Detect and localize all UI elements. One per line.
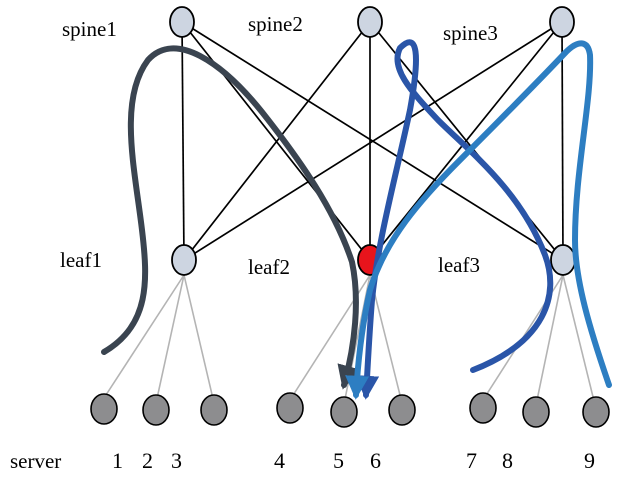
leaf-2-label: leaf2 bbox=[248, 255, 290, 279]
traffic-flows bbox=[101, 39, 612, 400]
leaf-3-node bbox=[550, 244, 576, 276]
server-row-label: server bbox=[10, 449, 61, 473]
server-7 bbox=[469, 392, 497, 424]
spine-switches bbox=[169, 6, 575, 38]
server-link-3 bbox=[183, 274, 215, 404]
spine-1-label: spine1 bbox=[62, 17, 117, 41]
server-number-6: 6 bbox=[370, 448, 381, 473]
server-number-7: 7 bbox=[466, 448, 477, 473]
server-number-4: 4 bbox=[274, 448, 285, 473]
server-1 bbox=[90, 393, 118, 425]
leaf-3-label: leaf3 bbox=[438, 253, 480, 277]
server-number-5: 5 bbox=[333, 448, 344, 473]
server-8 bbox=[522, 396, 550, 428]
server-number-9: 9 bbox=[584, 448, 595, 473]
leaf-1-node bbox=[171, 244, 197, 276]
server-link-2 bbox=[155, 274, 185, 404]
server-9 bbox=[582, 396, 610, 428]
spine-3-label: spine3 bbox=[443, 21, 498, 45]
server-5 bbox=[330, 396, 358, 428]
spine-2-node bbox=[357, 6, 383, 38]
server-2 bbox=[142, 394, 170, 426]
server-3 bbox=[200, 394, 228, 426]
spine-3-node bbox=[549, 6, 575, 38]
link-spine3-leaf3 bbox=[561, 21, 564, 261]
link-spine3-leaf1 bbox=[183, 21, 563, 261]
leaf-1-label: leaf1 bbox=[60, 248, 102, 272]
link-spine3-leaf2 bbox=[369, 21, 563, 261]
server-4 bbox=[276, 392, 304, 424]
flow-path-dark bbox=[101, 45, 361, 390]
link-spine1-leaf1 bbox=[181, 21, 185, 261]
server-6 bbox=[388, 394, 416, 426]
server-link-8 bbox=[535, 274, 564, 406]
server-number-8: 8 bbox=[502, 448, 513, 473]
spine-1-node bbox=[169, 6, 195, 38]
server-number-3: 3 bbox=[171, 448, 182, 473]
server-number-1: 1 bbox=[112, 448, 123, 473]
server-link-1 bbox=[103, 274, 185, 399]
spine-2-label: spine2 bbox=[248, 12, 303, 36]
server-number-row: server 1 2 3 4 5 6 7 8 9 bbox=[10, 448, 595, 473]
server-link-9 bbox=[562, 274, 596, 406]
link-spine2-leaf1 bbox=[183, 21, 371, 261]
flow-path-sky bbox=[345, 40, 612, 400]
node-labels: spine1 spine2 spine3 leaf1 leaf2 leaf3 bbox=[60, 12, 498, 279]
servers bbox=[90, 392, 610, 428]
server-number-2: 2 bbox=[142, 448, 153, 473]
fabric-links bbox=[181, 21, 564, 261]
